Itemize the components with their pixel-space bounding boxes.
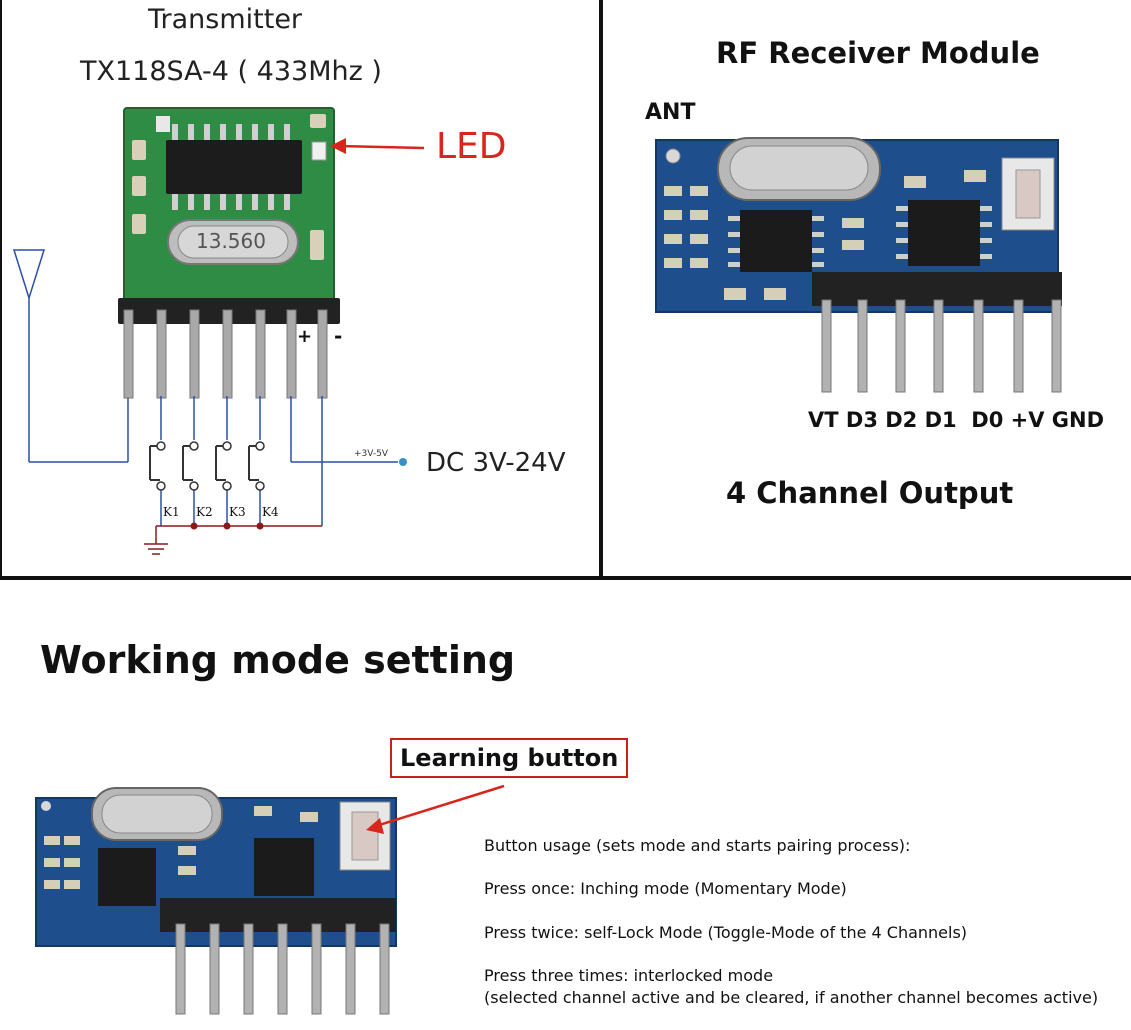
led-label: LED bbox=[436, 126, 507, 167]
frame-horizontal-divider bbox=[0, 576, 1131, 580]
crystal-label: 13.560 bbox=[196, 229, 266, 253]
transmitter-diagram bbox=[12, 107, 425, 555]
receiver-pin-labels: VT D3 D2 D1 D0 +V GND bbox=[808, 408, 1105, 432]
supply-label: DC 3V-24V bbox=[426, 448, 566, 478]
usage-line-three-detail: (selected channel active and be cleared,… bbox=[484, 988, 1099, 1007]
key-label-k2: K2 bbox=[196, 505, 213, 519]
transmitter-title: Transmitter bbox=[148, 4, 303, 35]
usage-line-once: Press once: Inching mode (Momentary Mode… bbox=[484, 879, 847, 898]
usage-line-three: Press three times: interlocked mode bbox=[484, 966, 774, 985]
learning-arrow-icon bbox=[366, 784, 505, 834]
ground-icon bbox=[144, 526, 168, 555]
learning-button-label: Learning button bbox=[390, 738, 629, 778]
key-label-k1: K1 bbox=[163, 505, 180, 519]
led-arrow-icon bbox=[330, 138, 425, 154]
key-label-k3: K3 bbox=[229, 505, 246, 519]
transmitter-pcb bbox=[118, 107, 340, 399]
supply-small-label: +3V-5V bbox=[354, 449, 389, 459]
switch-wiring bbox=[156, 396, 398, 527]
key-label-k4: K4 bbox=[262, 505, 279, 519]
frame-vertical-divider bbox=[599, 0, 603, 579]
receiver-title: RF Receiver Module bbox=[716, 36, 1040, 70]
receiver-module-image bbox=[655, 137, 1062, 393]
transmitter-model: TX118SA-4 ( 433Mhz ) bbox=[80, 56, 382, 87]
working-mode-title: Working mode setting bbox=[40, 638, 516, 682]
usage-line-intro: Button usage (sets mode and starts pairi… bbox=[484, 836, 911, 855]
minus-pin-label: - bbox=[334, 324, 343, 348]
plus-pin-label: + bbox=[297, 326, 313, 347]
supply-terminal-icon bbox=[399, 458, 407, 466]
usage-line-twice: Press twice: self-Lock Mode (Toggle-Mode… bbox=[484, 923, 968, 942]
channel-output-label: 4 Channel Output bbox=[726, 476, 1014, 510]
antenna-icon bbox=[12, 249, 129, 463]
frame-left-edge bbox=[0, 0, 2, 579]
antenna-label: ANT bbox=[645, 100, 696, 125]
